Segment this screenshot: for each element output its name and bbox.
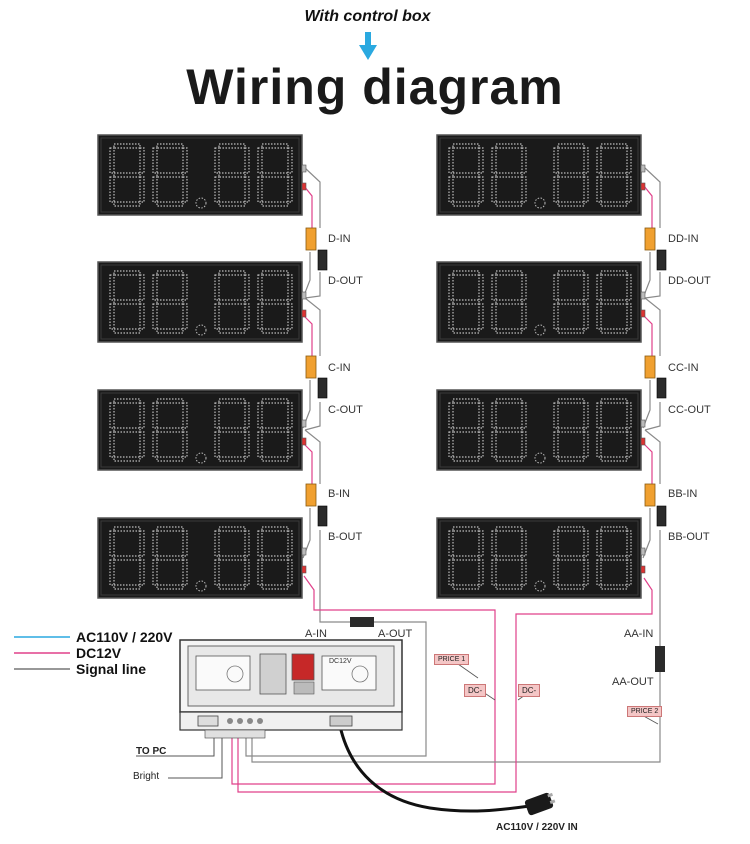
connector-pair	[305, 227, 328, 271]
display-panel	[97, 517, 307, 599]
label-bright: Bright	[133, 771, 160, 782]
label-bb-in: BB-IN	[668, 488, 698, 500]
down-arrow-icon	[359, 32, 377, 60]
display-panel	[436, 134, 646, 216]
label-b-out: B-OUT	[328, 531, 363, 543]
connector-pair	[305, 355, 328, 399]
display-panel	[97, 134, 307, 216]
label-a-in: A-IN	[305, 628, 327, 640]
connector-a	[350, 617, 374, 627]
tag-dc-minus-2: DC-	[518, 684, 541, 697]
tag-dc-minus-1: DC-	[464, 684, 487, 697]
connector-pair	[644, 355, 667, 399]
label-power-in: AC110V / 220V IN	[496, 822, 578, 833]
label-bb-out: BB-OUT	[668, 531, 710, 543]
label-dd-out: DD-OUT	[668, 275, 711, 287]
control-box	[179, 639, 403, 739]
connector-aa	[655, 646, 665, 672]
label-dd-in: DD-IN	[668, 233, 699, 245]
label-a-out: A-OUT	[378, 628, 413, 640]
page-title: Wiring diagram	[186, 59, 564, 115]
display-panels	[97, 134, 667, 672]
tag-price-2: PRICE 2	[627, 706, 663, 717]
display-panel	[436, 517, 646, 599]
display-panel	[436, 389, 646, 471]
connector-pair	[644, 483, 667, 527]
subtitle: With control box	[304, 8, 431, 25]
legend-swatches	[14, 636, 70, 670]
wiring-lines	[136, 167, 661, 793]
legend-ac: AC110V / 220V	[76, 629, 173, 645]
label-cc-in: CC-IN	[668, 362, 699, 374]
connector-pair	[644, 227, 667, 271]
label-aa-in: AA-IN	[624, 628, 654, 640]
legend-dc: DC12V	[76, 645, 122, 661]
label-c-in: C-IN	[328, 362, 351, 374]
power-cord	[338, 725, 556, 816]
legend-signal: Signal line	[76, 661, 147, 677]
display-panel	[436, 261, 646, 343]
label-cc-out: CC-OUT	[668, 404, 711, 416]
display-panel	[97, 389, 307, 471]
label-to-pc: TO PC	[136, 746, 167, 757]
label-d-out: D-OUT	[328, 275, 363, 287]
board-label: DC12V	[329, 658, 352, 665]
connector-pair	[305, 483, 328, 527]
label-c-out: C-OUT	[328, 404, 363, 416]
label-d-in: D-IN	[328, 233, 351, 245]
label-aa-out: AA-OUT	[612, 676, 654, 688]
label-b-in: B-IN	[328, 488, 350, 500]
tag-price-1: PRICE 1	[434, 654, 470, 665]
display-panel	[97, 261, 307, 343]
